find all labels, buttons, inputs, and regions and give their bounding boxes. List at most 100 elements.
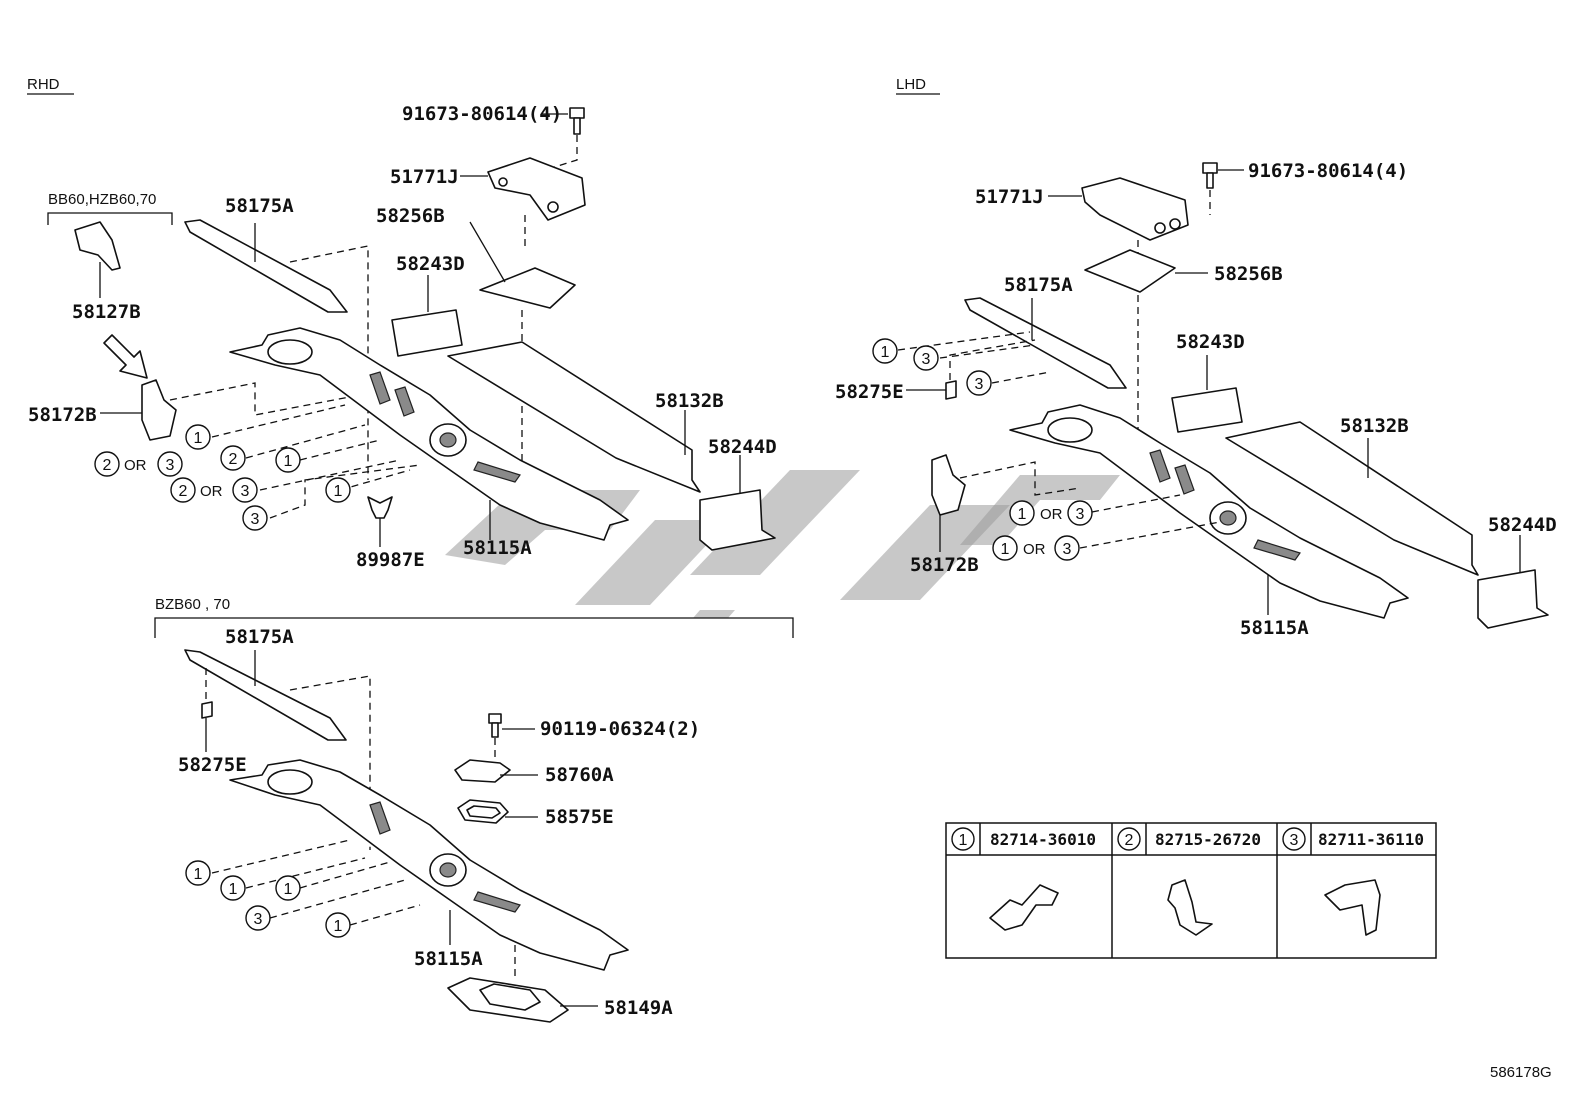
clip-mark-3 — [232, 477, 258, 503]
part-58256b-drawing — [479, 267, 576, 309]
clip-part-number: 82711-36110 — [1318, 830, 1424, 849]
clip-mark-1 — [185, 860, 211, 886]
label-58172b: 58172B — [28, 404, 97, 426]
label-51771j: 51771J — [390, 166, 459, 188]
svg-text:OR: OR — [200, 483, 223, 500]
svg-text:1: 1 — [334, 483, 343, 500]
clip-table-row-3: 3 82711-36110 — [1282, 827, 1424, 936]
svg-text:1: 1 — [194, 866, 203, 883]
svg-text:2: 2 — [103, 457, 112, 474]
svg-text:3: 3 — [1063, 541, 1072, 558]
part-58244d-drawing — [699, 489, 776, 551]
label-58132b: 58132B — [655, 390, 724, 412]
part-89987e-drawing — [367, 496, 393, 519]
label-bzb-58115a: 58115A — [414, 948, 483, 970]
clip-legend-table: 1 82714-36010 2 82715-26720 3 82711-3611… — [945, 822, 1437, 959]
label-58244d: 58244D — [708, 436, 777, 458]
svg-text:3: 3 — [1290, 832, 1299, 849]
part-58256b-lhd-drawing — [1084, 249, 1176, 293]
svg-text:3: 3 — [975, 376, 984, 393]
label-lhd-58175a: 58175A — [1004, 274, 1073, 296]
label-58243d: 58243D — [396, 253, 465, 275]
svg-text:1: 1 — [284, 453, 293, 470]
clip-mark-1 — [325, 477, 351, 503]
svg-text:3: 3 — [254, 911, 263, 928]
clip-mark-1 — [220, 875, 246, 901]
part-51771j-drawing — [487, 157, 586, 221]
clip-mark-3 — [1054, 535, 1080, 561]
label-58149a: 58149A — [604, 997, 673, 1019]
svg-text:3: 3 — [251, 511, 260, 528]
diagram-code: 586178G — [1490, 1064, 1552, 1081]
clip-mark-3 — [966, 370, 992, 396]
part-58175a-lhd-drawing — [964, 297, 1127, 389]
label-lhd-58244d: 58244D — [1488, 514, 1557, 536]
clip-mark-2 — [94, 451, 120, 477]
bolt-icon — [1202, 162, 1218, 189]
part-58275e-lhd-drawing — [945, 380, 957, 400]
clip-2-drawing — [1167, 879, 1213, 936]
svg-text:1: 1 — [959, 832, 968, 849]
section-title-rhd: RHD — [27, 76, 60, 93]
part-58244d-lhd-drawing — [1477, 569, 1549, 629]
label-lhd-51771j: 51771J — [975, 186, 1044, 208]
label-lhd-58275e: 58275E — [835, 381, 904, 403]
part-58172b-drawing — [141, 379, 177, 441]
svg-text:2: 2 — [179, 483, 188, 500]
svg-text:1: 1 — [881, 344, 890, 361]
part-58115a-bzb-drawing — [229, 759, 629, 971]
part-58243d-lhd-drawing — [1171, 387, 1243, 433]
clip-mark-1 — [185, 424, 211, 450]
part-51771j-lhd-drawing — [1081, 177, 1189, 241]
section-title-lhd: LHD — [896, 76, 926, 93]
svg-text:3: 3 — [241, 483, 250, 500]
label-rhd-58115a: 58115A — [463, 537, 532, 559]
clip-mark-1 — [1009, 500, 1035, 526]
bolt-icon — [488, 713, 502, 738]
bolt-icon — [569, 107, 585, 135]
clip-mark-1 — [275, 447, 301, 473]
clip-mark-2 — [170, 477, 196, 503]
clip-1-drawing — [989, 884, 1059, 931]
part-58760a-drawing — [454, 759, 511, 783]
label-lhd-bolt: 91673-80614(4) — [1248, 160, 1408, 182]
svg-text:2: 2 — [1125, 832, 1134, 849]
svg-text:3: 3 — [1076, 506, 1085, 523]
part-58115a-drawing — [229, 327, 629, 541]
clip-part-number: 82714-36010 — [990, 830, 1096, 849]
label-58760a: 58760A — [545, 764, 614, 786]
part-58115a-lhd-drawing — [1009, 404, 1409, 619]
label-lhd-58172b: 58172B — [910, 554, 979, 576]
clip-mark-1 — [992, 535, 1018, 561]
direction-arrow-icon — [103, 334, 148, 379]
clip-callouts-bzb: 1 1 1 3 1 — [185, 839, 421, 938]
clip-mark-1 — [325, 912, 351, 938]
svg-text:1: 1 — [229, 881, 238, 898]
label-bzb-58175a: 58175A — [225, 626, 294, 648]
part-58127b-drawing — [74, 221, 121, 271]
svg-text:OR: OR — [1023, 541, 1046, 558]
label-58256b: 58256B — [376, 205, 445, 227]
label-58575e: 58575E — [545, 806, 614, 828]
part-58172b-lhd-drawing — [931, 454, 966, 516]
svg-text:1: 1 — [1018, 506, 1027, 523]
label-lhd-58132b: 58132B — [1340, 415, 1409, 437]
svg-text:1: 1 — [284, 881, 293, 898]
clip-mark-3 — [245, 905, 271, 931]
logo-watermark — [445, 470, 1120, 618]
clip-mark-3 — [1067, 500, 1093, 526]
clip-table-row-1: 1 82714-36010 — [951, 827, 1096, 931]
svg-text:OR: OR — [1040, 506, 1063, 523]
part-58175a-drawing — [184, 219, 348, 313]
part-58275e-bzb-drawing — [201, 701, 213, 719]
svg-text:2: 2 — [229, 451, 238, 468]
clip-callouts-rhd: 1 2 OR 3 2 1 2 OR 3 1 3 — [94, 404, 421, 531]
part-58132b-lhd-drawing — [1225, 421, 1479, 576]
clip-3-drawing — [1324, 879, 1381, 936]
rhd-section: RHD BB60,HZB60,70 58127B 58172B 58175A 5… — [27, 76, 777, 571]
label-lhd-58256b: 58256B — [1214, 263, 1283, 285]
svg-text:3: 3 — [922, 351, 931, 368]
svg-text:1: 1 — [1001, 541, 1010, 558]
clip-mark-2 — [220, 445, 246, 471]
